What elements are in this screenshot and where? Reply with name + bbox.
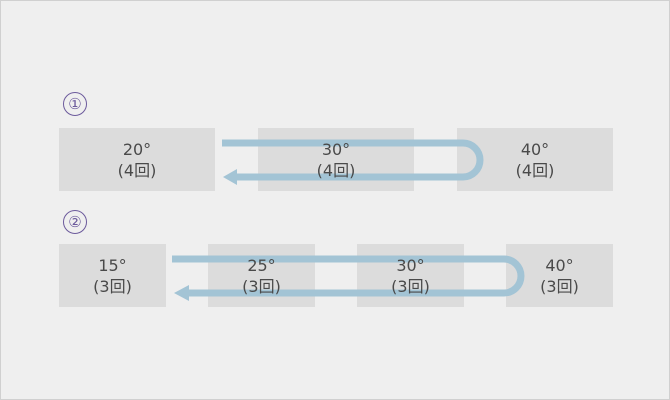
- row-1-box-2-count: (4回): [316, 160, 356, 180]
- row-2-box-4-angle: 40°: [545, 255, 574, 275]
- row-2-box-2-count: (3回): [242, 276, 281, 296]
- row-2-box-1-angle: 15°: [98, 255, 127, 275]
- row-1-box-3-angle: 40°: [520, 139, 550, 159]
- row-1-arrow: [222, 139, 484, 181]
- row-2-box-1-count: (3回): [93, 276, 132, 296]
- row-1-box-2-text: 30° (4回): [258, 128, 414, 191]
- row-1-box-2-angle: 30°: [321, 139, 351, 159]
- row-1-arrowhead-icon: [223, 169, 237, 185]
- row-2-box-3-angle: 30°: [396, 255, 425, 275]
- row-2-box-4-count: (3回): [540, 276, 579, 296]
- row-2-box-2-angle: 25°: [247, 255, 276, 275]
- row-2-box-3-text: 30° (3回): [357, 244, 464, 307]
- row-2-box-4-text: 40° (3回): [506, 244, 613, 307]
- row-1-box-1-angle: 20°: [122, 139, 152, 159]
- row-2-arrowhead-icon: [174, 285, 189, 301]
- row-1-box-3-count: (4回): [515, 160, 555, 180]
- row-1-box-3-text: 40° (4回): [457, 128, 613, 191]
- row-1-box-1-count: (4回): [117, 160, 157, 180]
- row-2-arrow: [172, 255, 525, 297]
- row-2-box-3-count: (3回): [391, 276, 430, 296]
- row-2-box-1: 15° (3回): [59, 244, 166, 307]
- row-1-label: ①: [63, 92, 87, 116]
- row-2-label: ②: [63, 210, 87, 234]
- row-1-box-1: 20° (4回): [59, 128, 215, 191]
- row-2-box-2-text: 25° (3回): [208, 244, 315, 307]
